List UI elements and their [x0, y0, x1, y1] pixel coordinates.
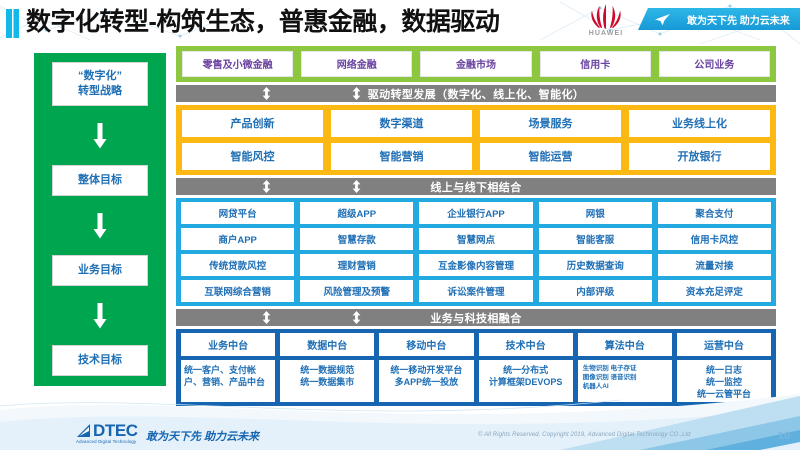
- double-arrow-vertical-icon: [352, 87, 361, 100]
- down-arrow-icon: [93, 302, 107, 328]
- app-wealth-marketing[interactable]: 理财营销: [300, 254, 414, 276]
- banner-slogan-text: 敢为天下先 助力云未来: [687, 15, 790, 27]
- midend-platform-block: 业务中台 统一客户、支付帐户、营销、产品中台 数据中台 统一数据规范 统一数据集…: [176, 329, 776, 406]
- orange-row-1: 产品创新 数字渠道 场景服务 业务线上化: [182, 110, 770, 137]
- divider-1-label: 驱动转型发展（数字化、线上化、智能化）: [367, 88, 585, 101]
- transformation-capabilities-block: 产品创新 数字渠道 场景服务 业务线上化 智能风控 智能营销 智能运营 开放银行: [176, 105, 776, 175]
- divider-3-label: 业务与科技相融合: [430, 312, 522, 325]
- divider-business-tech-fusion: 业务与科技相融合: [176, 309, 776, 326]
- sidebar-item-business-goal[interactable]: 业务目标: [52, 255, 148, 286]
- double-arrow-vertical-icon: [262, 311, 271, 324]
- strategy-sidebar: “数字化” 转型战略 整体目标 业务目标 技术目标: [33, 52, 167, 387]
- midend-body-operation: 统一日志 统一监控 统一云管平台: [676, 360, 772, 402]
- business-line-retail[interactable]: 零售及小微金融: [182, 51, 294, 77]
- app-traditional-loan-risk-control[interactable]: 传统贷款风控: [181, 254, 295, 276]
- capability-open-banking[interactable]: 开放银行: [629, 143, 770, 170]
- app-super-app[interactable]: 超级APP: [300, 202, 414, 224]
- app-internal-rating[interactable]: 内部评级: [538, 280, 652, 302]
- midend-head-mobile[interactable]: 移动中台: [379, 333, 474, 356]
- double-arrow-vertical-icon: [262, 87, 271, 100]
- capability-product-innovation[interactable]: 产品创新: [182, 110, 323, 137]
- app-internet-integrated-marketing[interactable]: 互联网综合营销: [181, 280, 295, 302]
- business-line-financial-market[interactable]: 金融市场: [420, 51, 532, 77]
- midend-head-technology[interactable]: 技术中台: [478, 333, 573, 356]
- app-smart-deposit[interactable]: 智慧存款: [300, 228, 414, 250]
- paper-plane-icon: [655, 13, 670, 25]
- orange-row-2: 智能风控 智能营销 智能运营 开放银行: [182, 143, 770, 170]
- midend-head-algorithm[interactable]: 算法中台: [577, 333, 672, 356]
- midend-column-technology: 技术中台 统一分布式 计算框架DEVOPS: [478, 333, 573, 402]
- app-merchant-app[interactable]: 商户APP: [181, 228, 295, 250]
- capability-digital-channel[interactable]: 数字渠道: [331, 110, 472, 137]
- divider-transformation-drive: 驱动转型发展（数字化、线上化、智能化）: [176, 85, 776, 102]
- huawei-logo: HUAWEI: [580, 2, 632, 42]
- huawei-wordmark: HUAWEI: [588, 30, 624, 37]
- business-line-credit-card[interactable]: 信用卡: [539, 51, 651, 77]
- business-line-internet-finance[interactable]: 网络金融: [301, 51, 413, 77]
- blue-row-1: 网贷平台 超级APP 企业银行APP 网银 聚合支付: [181, 202, 772, 224]
- midend-column-operation: 运营中台 统一日志 统一监控 统一云管平台: [676, 333, 772, 402]
- capability-smart-operation[interactable]: 智能运营: [480, 143, 621, 170]
- page-number: 10: [777, 430, 790, 442]
- app-historical-data-query[interactable]: 历史数据查询: [538, 254, 652, 276]
- app-risk-management-warning[interactable]: 风险管理及预警: [300, 280, 414, 302]
- business-line-corporate[interactable]: 公司业务: [658, 51, 771, 77]
- midend-body-mobile: 统一移动开发平台 多APP统一投放: [379, 360, 474, 402]
- midend-body-business: 统一客户、支付帐户、营销、产品中台: [181, 360, 276, 402]
- copyright-text: © All Rights Reserved. Copyright 2019, A…: [478, 432, 691, 438]
- capability-scenario-service[interactable]: 场景服务: [480, 110, 621, 137]
- midend-column-data: 数据中台 统一数据规范 统一数据集市: [280, 333, 375, 402]
- sidebar-item-technology-goal[interactable]: 技术目标: [52, 345, 148, 376]
- capability-smart-risk-control[interactable]: 智能风控: [182, 143, 323, 170]
- sidebar-item-strategy-line1: “数字化”: [78, 70, 122, 82]
- midend-column-algorithm: 算法中台 生物识别 电子存证 图像识别 语音识别 机器人AI: [577, 333, 672, 402]
- page-title: 数字化转型-构筑生态，普惠金融，数据驱动: [26, 8, 500, 36]
- app-capital-adequacy-assessment[interactable]: 资本充足评定: [657, 280, 772, 302]
- midend-column-mobile: 移动中台 统一移动开发平台 多APP统一投放: [379, 333, 474, 402]
- double-arrow-vertical-icon: [262, 180, 271, 193]
- header-accent-bar: [6, 9, 19, 38]
- midend-head-business[interactable]: 业务中台: [181, 333, 276, 356]
- double-arrow-vertical-icon: [352, 180, 361, 193]
- dtec-triangle-icon: [77, 424, 90, 437]
- capability-smart-marketing[interactable]: 智能营销: [331, 143, 472, 170]
- midend-head-operation[interactable]: 运营中台: [676, 333, 772, 356]
- app-online-banking[interactable]: 网银: [538, 202, 652, 224]
- down-arrow-icon: [93, 212, 107, 238]
- midend-body-algorithm: 生物识别 电子存证 图像识别 语音识别 机器人AI: [577, 360, 672, 402]
- business-lines-row: 零售及小微金融 网络金融 金融市场 信用卡 公司业务: [176, 46, 776, 82]
- dtec-wordmark: DTEC: [93, 421, 138, 440]
- app-online-lending-platform[interactable]: 网贷平台: [181, 202, 295, 224]
- midend-body-technology: 统一分布式 计算框架DEVOPS: [478, 360, 573, 402]
- blue-row-3: 传统贷款风控 理财营销 互金影像内容管理 历史数据查询 流量对接: [181, 254, 772, 276]
- midend-column-business: 业务中台 统一客户、支付帐户、营销、产品中台: [181, 333, 276, 402]
- app-credit-card-risk-control[interactable]: 信用卡风控: [657, 228, 772, 250]
- divider-2-label: 线上与线下相结合: [430, 181, 522, 194]
- double-arrow-vertical-icon: [352, 311, 361, 324]
- app-litigation-case-management[interactable]: 诉讼案件管理: [419, 280, 533, 302]
- dtec-logo: DTEC Advanced Digital Technology: [76, 422, 156, 445]
- blue-row-2: 商户APP 智慧存款 智慧网点 智能客服 信用卡风控: [181, 228, 772, 250]
- footer-slogan: 敢为天下先 助力云未来: [146, 431, 260, 443]
- applications-block: 网贷平台 超级APP 企业银行APP 网银 聚合支付 商户APP 智慧存款 智慧…: [176, 198, 776, 306]
- app-traffic-integration[interactable]: 流量对接: [657, 254, 772, 276]
- midend-body-data: 统一数据规范 统一数据集市: [280, 360, 375, 402]
- capability-business-online[interactable]: 业务线上化: [629, 110, 770, 137]
- huawei-slogan-banner: 敢为天下先 助力云未来: [638, 8, 800, 30]
- midend-head-data[interactable]: 数据中台: [280, 333, 375, 356]
- divider-online-offline: 线上与线下相结合: [176, 178, 776, 195]
- sidebar-item-overall-goal[interactable]: 整体目标: [52, 165, 148, 196]
- sidebar-item-strategy-line2: 转型战略: [78, 85, 122, 97]
- sidebar-item-strategy[interactable]: “数字化” 转型战略: [52, 62, 148, 106]
- app-image-content-management[interactable]: 互金影像内容管理: [419, 254, 533, 276]
- app-smart-customer-service[interactable]: 智能客服: [538, 228, 652, 250]
- main-content: 零售及小微金融 网络金融 金融市场 信用卡 公司业务 驱动转型发展（数字化、线上…: [176, 46, 776, 406]
- app-smart-branch[interactable]: 智慧网点: [419, 228, 533, 250]
- app-aggregate-payment[interactable]: 聚合支付: [657, 202, 772, 224]
- blue-row-4: 互联网综合营销 风险管理及预警 诉讼案件管理 内部评级 资本充足评定: [181, 280, 772, 302]
- app-corporate-banking-app[interactable]: 企业银行APP: [419, 202, 533, 224]
- dtec-tagline: Advanced Digital Technology: [76, 439, 137, 444]
- huawei-flower-icon: [591, 4, 621, 29]
- down-arrow-icon: [93, 122, 107, 148]
